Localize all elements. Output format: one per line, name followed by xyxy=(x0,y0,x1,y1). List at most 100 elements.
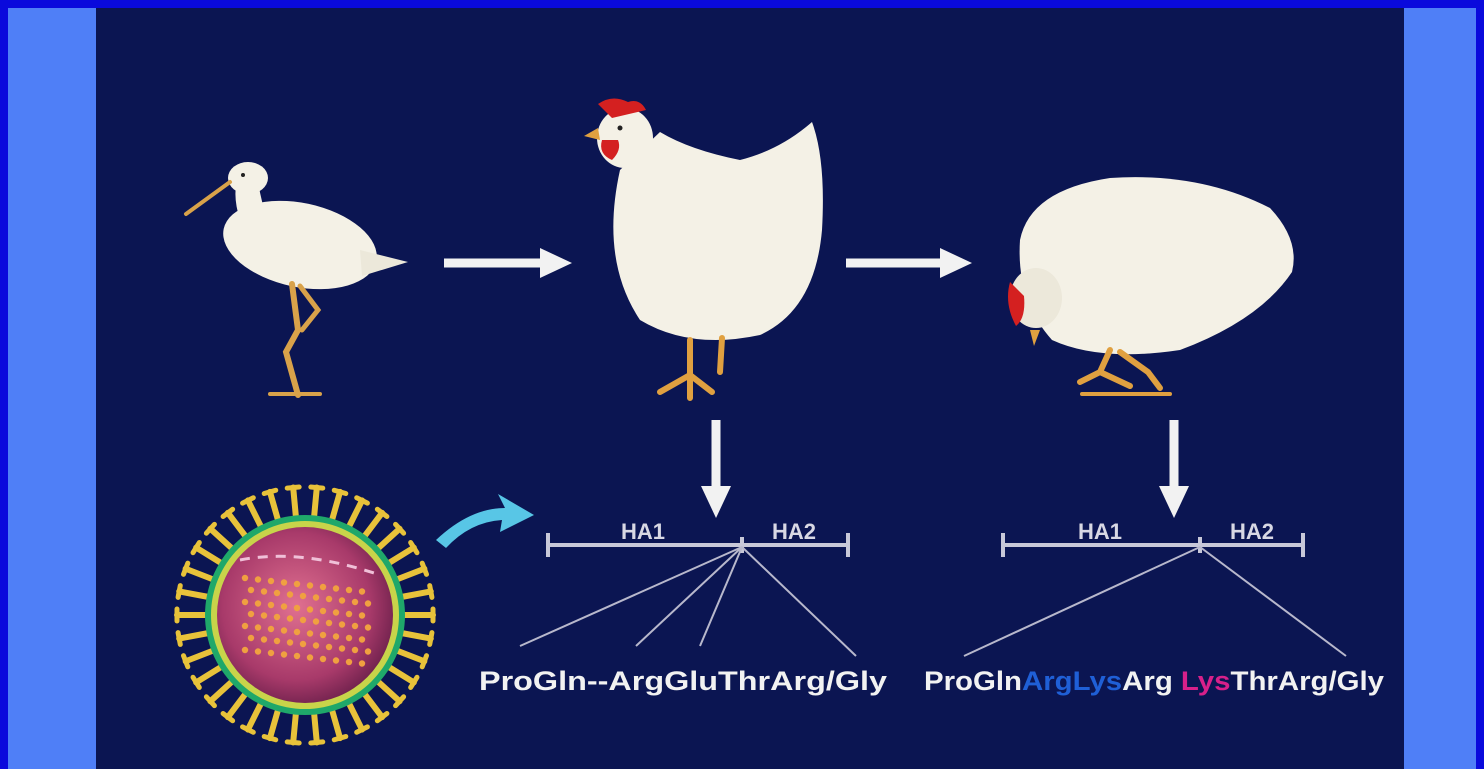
rnp-dot xyxy=(352,599,358,605)
rnp-dot xyxy=(365,648,371,654)
virion-spike xyxy=(398,569,424,579)
virion-spike xyxy=(332,711,340,738)
rnp-dot xyxy=(294,605,300,611)
virion-spike xyxy=(186,651,212,661)
rnp-dot xyxy=(339,621,345,627)
virion-spike xyxy=(365,695,382,717)
curved-arrow-icon xyxy=(436,494,534,548)
rnp-dot xyxy=(274,614,280,620)
virion-spike xyxy=(403,591,431,596)
rnp-dot xyxy=(352,647,358,653)
rnp-dot xyxy=(242,623,248,629)
virion-spike xyxy=(403,633,431,638)
rnp-dot xyxy=(242,575,248,581)
sequence-part: ProGln xyxy=(924,666,1022,696)
rnp-dot xyxy=(294,653,300,659)
rnp-dot xyxy=(320,632,326,638)
virion-spike xyxy=(248,500,260,525)
rnp-dot xyxy=(248,635,254,641)
virion-spike xyxy=(179,633,207,638)
rnp-dot xyxy=(333,657,339,663)
rnp-dot xyxy=(326,620,332,626)
virion-spike xyxy=(314,488,317,516)
rnp-dot xyxy=(268,626,274,632)
rnp-dot xyxy=(365,624,371,630)
rnp-dot xyxy=(268,650,274,656)
rnp-dot xyxy=(307,630,313,636)
influenza-virion-icon xyxy=(177,487,433,743)
rnp-dot xyxy=(359,660,365,666)
rnp-dot xyxy=(326,644,332,650)
virion-spike xyxy=(293,488,296,516)
rnp-dot xyxy=(313,594,319,600)
left-ha-diagram: HA1 HA2 ProGln--ArgGluThrArg/Gly xyxy=(479,519,887,696)
rnp-dot xyxy=(294,629,300,635)
rnp-dot xyxy=(287,639,293,645)
rnp-dot xyxy=(307,606,313,612)
rnp-dot xyxy=(287,615,293,621)
rnp-dot xyxy=(242,599,248,605)
rnp-dot xyxy=(313,618,319,624)
virion-spike xyxy=(350,500,362,525)
rnp-dot xyxy=(261,588,267,594)
rnp-dot xyxy=(248,587,254,593)
rnp-dot xyxy=(300,617,306,623)
rnp-dot xyxy=(255,576,261,582)
rnp-dot xyxy=(320,584,326,590)
virion-spike xyxy=(365,513,382,535)
rnp-dot xyxy=(333,585,339,591)
rnp-dot xyxy=(300,593,306,599)
virion-spike xyxy=(196,548,220,563)
virion-spike xyxy=(210,682,231,701)
rnp-dot xyxy=(261,636,267,642)
rnp-dot xyxy=(242,647,248,653)
rnp-dot xyxy=(359,636,365,642)
virion-spike xyxy=(314,715,317,743)
virion-spike xyxy=(293,715,296,743)
right-ha1-label: HA1 xyxy=(1078,519,1122,544)
rnp-dot xyxy=(281,603,287,609)
virion-spike xyxy=(248,705,260,730)
virion-spike xyxy=(228,513,245,535)
rnp-dot xyxy=(274,638,280,644)
rnp-dot xyxy=(346,587,352,593)
rnp-dot xyxy=(313,642,319,648)
rnp-dot xyxy=(268,578,274,584)
rnp-dot xyxy=(255,624,261,630)
sequence-part: ArgLys xyxy=(1022,666,1122,696)
rnp-dot xyxy=(333,609,339,615)
rnp-dot xyxy=(359,588,365,594)
virion-spike xyxy=(270,711,278,738)
rnp-dot xyxy=(287,591,293,597)
sequence-part: ThrArg/Gly xyxy=(1231,666,1384,696)
rnp-dot xyxy=(346,635,352,641)
virion-spike xyxy=(379,682,400,701)
sick-chicken-icon xyxy=(1008,177,1294,394)
right-ha2-label: HA2 xyxy=(1230,519,1274,544)
rnp-dot xyxy=(326,596,332,602)
rnp-dot xyxy=(320,656,326,662)
rnp-dot xyxy=(339,645,345,651)
rnp-dot xyxy=(274,590,280,596)
rnp-dot xyxy=(294,581,300,587)
left-cleavage-sequence: ProGln--ArgGluThrArg/Gly xyxy=(479,666,887,696)
shorebird-icon xyxy=(186,162,408,395)
rnp-dot xyxy=(281,627,287,633)
virion-spike xyxy=(398,651,424,661)
arrow-chicken-to-sick-chicken xyxy=(846,248,972,278)
rnp-dot xyxy=(268,602,274,608)
rnp-dot xyxy=(333,633,339,639)
rnp-dot xyxy=(307,654,313,660)
rnp-dot xyxy=(320,608,326,614)
virion-spike xyxy=(210,529,231,548)
virion-spike xyxy=(390,548,414,563)
sequence-part: Arg xyxy=(1122,666,1181,696)
rnp-dot xyxy=(248,611,254,617)
healthy-chicken-icon xyxy=(584,98,823,398)
rnp-dot xyxy=(261,612,267,618)
rnp-dot xyxy=(255,600,261,606)
virion-spike xyxy=(228,695,245,717)
